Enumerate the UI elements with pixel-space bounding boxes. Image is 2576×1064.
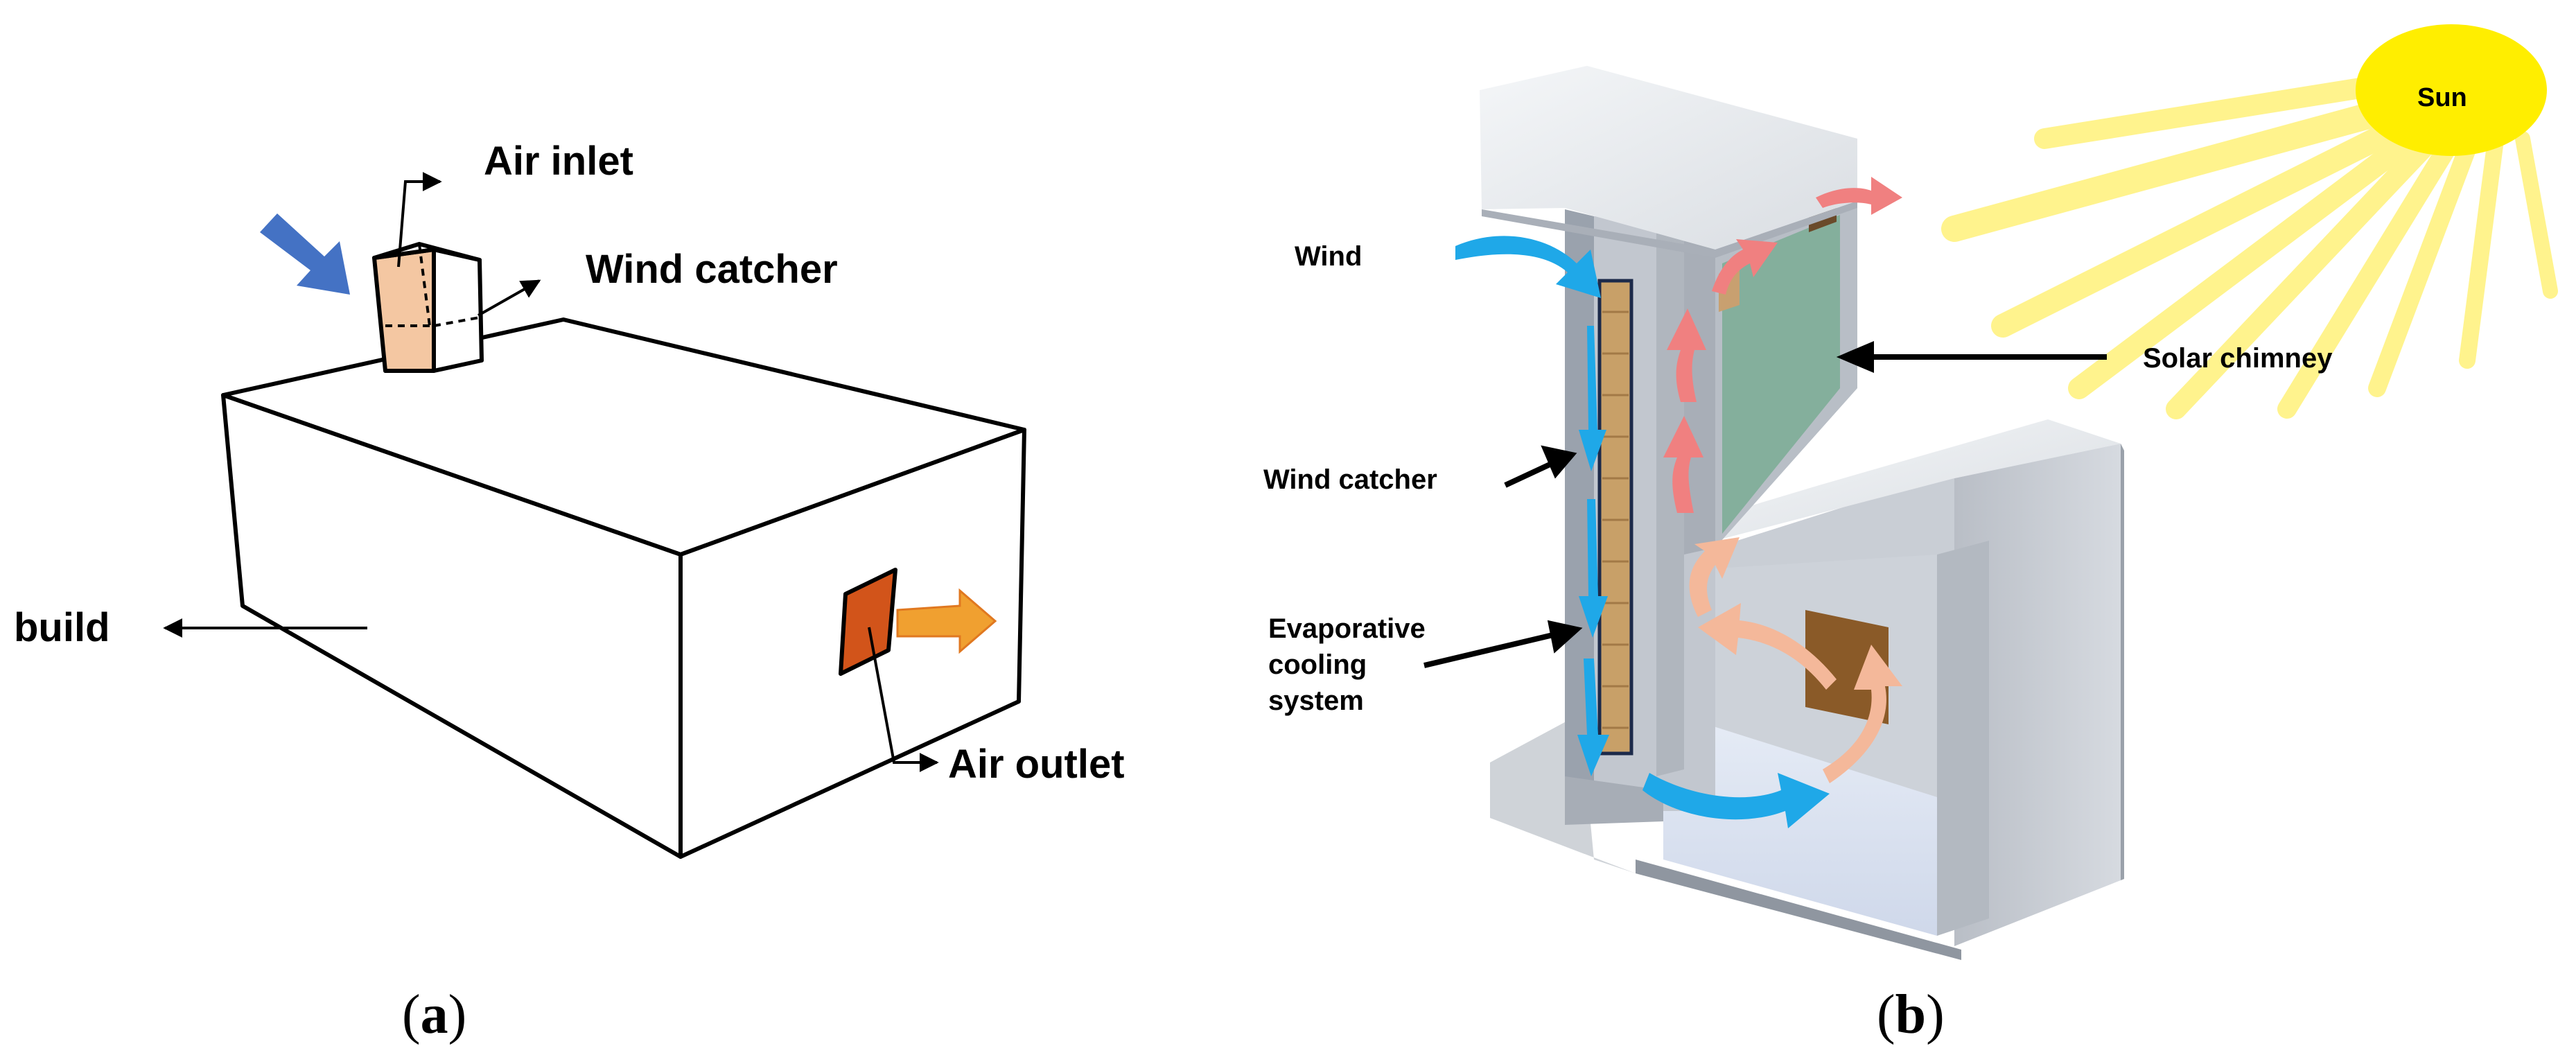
wind-catcher-top-face (372, 242, 482, 262)
room-roof (1715, 419, 2121, 541)
evaporative-label-1: Evaporative (1268, 613, 1426, 644)
wind-label: Wind (1295, 241, 1362, 272)
cool-air-flow (1455, 236, 1830, 828)
chimney-glazing (1722, 215, 1840, 534)
air-outlet-window (839, 568, 897, 676)
wind-catcher-pad (1597, 279, 1633, 756)
room-wall-inner (1937, 541, 1989, 936)
room-evaporative-pad (1805, 610, 1889, 724)
wind-catcher-leader (477, 279, 541, 317)
air-inlet-leader (397, 172, 442, 268)
pointer-arrows (1423, 340, 2107, 668)
down-arrow-3 (1577, 659, 1609, 776)
sun-label: Sun (2417, 83, 2467, 112)
ground-shadow (1490, 714, 1636, 873)
wind-catcher-label: Wind catcher (586, 247, 838, 292)
panel-a-caption: (a) (402, 984, 466, 1045)
air-outlet-arrow (896, 588, 997, 654)
sun-rays (1941, 73, 2558, 419)
panel-a: Air inlet Wind catcher build Air outlet … (14, 139, 1125, 1045)
wind-entry-arrow (1455, 236, 1601, 298)
wind-catcher-side-face (432, 247, 484, 373)
sun (2356, 24, 2547, 156)
tower-right-wall (1684, 208, 1715, 555)
down-arrow-2 (1579, 499, 1608, 638)
evaporative-label-2: cooling (1268, 649, 1367, 680)
room-base (1636, 860, 1961, 960)
room-right-outer-wall (1954, 444, 2121, 946)
build-label: build (14, 605, 110, 650)
tower-roof-edge (1482, 201, 1857, 258)
panel-b: Sun (1263, 24, 2558, 1045)
mixed-air-flow (1689, 537, 1902, 783)
floor-arrow (1642, 773, 1830, 828)
wind-catcher-b-label: Wind catcher (1263, 464, 1437, 495)
room-right-outer-side (2121, 444, 2124, 880)
room-floor (1663, 710, 1937, 936)
building-box (221, 317, 1026, 859)
pad-texture (1602, 311, 1629, 729)
evaporative-label-3: system (1268, 686, 1364, 716)
solar-chimney-label: Solar chimney (2143, 343, 2333, 374)
warm-air-flow (1663, 177, 1902, 513)
wind-catcher-tower (372, 242, 484, 373)
tower-roof (1480, 66, 1857, 250)
air-inlet-label: Air inlet (484, 139, 633, 184)
air-outlet-label: Air outlet (948, 742, 1125, 787)
tower-duct-base (1565, 776, 1663, 825)
down-arrow-1 (1579, 326, 1606, 471)
wind-catcher-front-face (372, 247, 436, 373)
panel-b-caption: (b) (1877, 984, 1945, 1045)
air-outlet-leader (868, 627, 939, 772)
air-inlet-arrow (260, 213, 350, 295)
